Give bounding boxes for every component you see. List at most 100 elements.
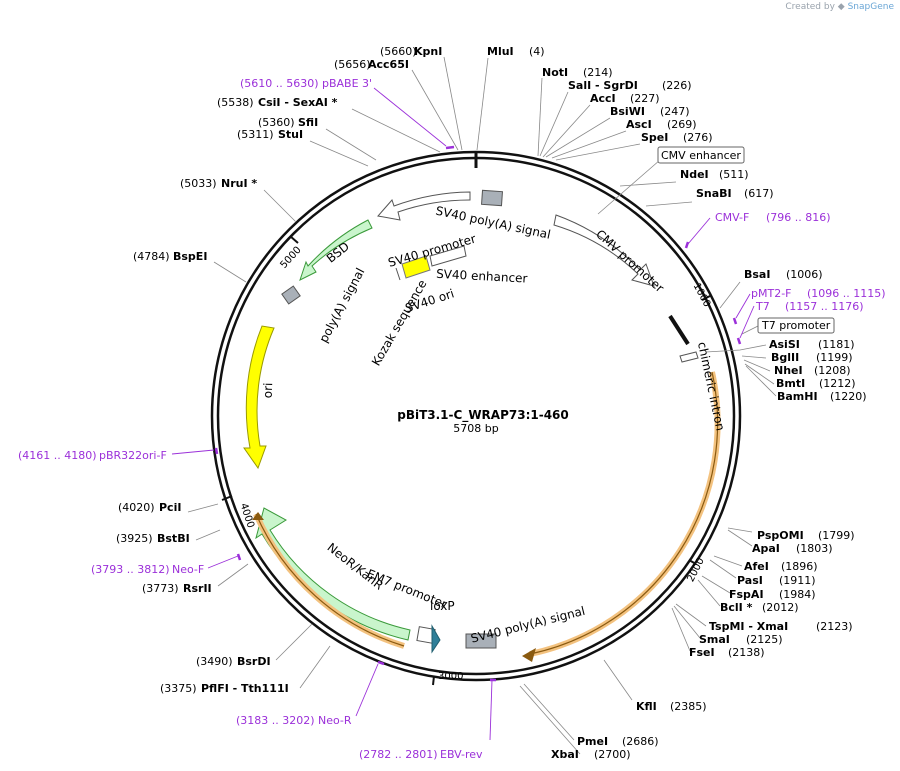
top-grey-feature[interactable] (481, 189, 503, 207)
primer-label-neo-r[interactable]: (3183 .. 3202)Neo-R (236, 714, 352, 727)
enzyme-pos: (4) (529, 45, 545, 58)
enzyme-label-afei[interactable]: AfeI(1896) (744, 560, 818, 573)
enzyme-label-smai[interactable]: SmaI(2125) (699, 633, 783, 646)
enzyme-label-bspei[interactable]: (4784)BspEI (133, 250, 207, 263)
enzyme-name: XbaI (551, 748, 579, 761)
primer-marks (214, 145, 742, 682)
enzyme-label-nhei[interactable]: NheI(1208) (774, 364, 851, 377)
ori-arrow[interactable] (243, 325, 275, 470)
loxp-arrow[interactable] (431, 624, 441, 654)
enzyme-label-asisi[interactable]: AsiSI(1181) (769, 338, 855, 351)
enzyme-label-apai[interactable]: ApaI(1803) (752, 542, 833, 555)
ring-tick-5000: 5000 (278, 235, 304, 271)
leader-noti (537, 77, 543, 157)
enzyme-pos: (1803) (796, 542, 833, 555)
enzyme-label-pmei[interactable]: PmeI(2686) (577, 735, 659, 748)
enzyme-label-kpni[interactable]: (5660)KpnI (380, 45, 442, 58)
enzyme-label-pflfi[interactable]: (3375)PflFI - Tth111I (160, 682, 289, 695)
cmv-enhancer-box[interactable] (657, 146, 745, 164)
primer-name: pMT2-F (751, 287, 792, 300)
leader-stui (309, 140, 369, 167)
enzyme-label-pasi[interactable]: PasI(1911) (737, 574, 816, 587)
leader-bglii (741, 355, 767, 359)
enzyme-name: NotI (542, 66, 568, 79)
enzyme-label-stui[interactable]: (5311)StuI (237, 128, 303, 141)
leader-spei (555, 143, 641, 161)
boxed-feature-labels: CMV enhancer T7 promoter (657, 146, 835, 334)
enzyme-label-acc65i[interactable]: (5656)Acc65I (334, 58, 409, 71)
enzyme-label-sfii[interactable]: (5360)SfiI (258, 116, 318, 129)
leader-fsei (671, 607, 691, 652)
enzyme-label-bmti[interactable]: BmtI(1212) (776, 377, 856, 390)
enzyme-pos: (5656) (334, 58, 371, 71)
enzyme-label-bcli[interactable]: BclI *(2012) (720, 601, 799, 614)
primer-label-pbabe3[interactable]: (5610 .. 5630)pBABE 3' (240, 77, 372, 90)
enzyme-pos: (1199) (816, 351, 853, 364)
enzyme-pos: (4020) (118, 501, 155, 514)
boxed-label-cmv-enhancer: CMV enhancer (661, 149, 741, 162)
enzyme-label-fsei[interactable]: FseI(2138) (689, 646, 765, 659)
small-feature-arrow[interactable] (679, 351, 699, 363)
enzyme-label-nrui[interactable]: (5033)NruI * (180, 177, 257, 190)
enzyme-label-bsai[interactable]: BsaI (1006) (744, 268, 823, 281)
t7-promoter-box[interactable] (757, 317, 835, 334)
enzyme-label-snabi[interactable]: SnaBI(617) (696, 187, 774, 200)
enzyme-pos: (269) (667, 118, 697, 131)
enzyme-label-ndei[interactable]: NdeI(511) (680, 168, 749, 181)
chimeric-intron-bar[interactable] (668, 314, 690, 346)
primer-label-t7[interactable]: T7(1157 .. 1176) (755, 300, 864, 313)
primer-label-pmt2-f[interactable]: pMT2-F(1096 .. 1115) (751, 287, 886, 300)
ring-tick-label: 5000 (278, 245, 303, 271)
cmv-promoter-arrow[interactable] (553, 214, 655, 287)
enzyme-label-sali[interactable]: SalI - SgrDI(226) (568, 79, 692, 92)
enzyme-label-rsrii[interactable]: (3773)RsrII (142, 582, 212, 595)
polya-grey-feature[interactable] (281, 285, 301, 305)
enzyme-label-pcii[interactable]: (4020)PciI (118, 501, 181, 514)
leader-mlui (476, 57, 489, 151)
enzyme-pos: (1006) (786, 268, 823, 281)
enzyme-name: AsiSI (769, 338, 800, 351)
sv40-ori-yellow-box[interactable] (401, 255, 431, 279)
enzyme-label-mlui[interactable]: MluI(4) (487, 45, 545, 58)
enzyme-label-bsrdi[interactable]: (3490)BsrDI (196, 655, 271, 668)
enzyme-label-bglii[interactable]: BglII(1199) (771, 351, 853, 364)
enzyme-label-kfli[interactable]: KflI(2385) (636, 700, 707, 713)
leader-pflfi (299, 645, 331, 689)
primer-range: (1157 .. 1176) (785, 300, 864, 313)
enzyme-pos: (247) (660, 105, 690, 118)
leader-kfli (603, 659, 633, 701)
enzyme-name: BsaI (744, 268, 770, 281)
enzyme-label-csii[interactable]: (5538)CsiI - SexAI * (217, 96, 338, 109)
leader-bsiwi (545, 117, 611, 158)
enzyme-pos: (214) (583, 66, 613, 79)
enzyme-pos: (226) (662, 79, 692, 92)
primer-name: pBABE 3' (322, 77, 372, 90)
primer-label-pbr322ori-f[interactable]: (4161 .. 4180)pBR322ori-F (18, 449, 167, 462)
primer-label-neo-f[interactable]: (3793 .. 3812)Neo-F (91, 563, 204, 576)
enzyme-label-asci[interactable]: AscI(269) (626, 118, 697, 131)
leader-bspei (213, 261, 247, 283)
enzyme-name: FspAI (729, 588, 764, 601)
enzyme-label-noti[interactable]: NotI (214) (542, 66, 613, 79)
primer-label-ebv-rev[interactable]: (2782 .. 2801)EBV-rev (359, 748, 483, 761)
enzyme-label-spei[interactable]: SpeI(276) (641, 131, 713, 144)
enzyme-label-tspmi[interactable]: TspMI - XmaI(2123) (709, 620, 853, 633)
enzyme-name: KpnI (414, 45, 442, 58)
enzyme-label-bsiwi[interactable]: BsiWI(247) (610, 105, 690, 118)
sv40-enhancer-box[interactable] (429, 245, 467, 267)
enzyme-label-pspomi[interactable]: PspOMI(1799) (757, 529, 855, 542)
enzyme-label-acci[interactable]: AccI(227) (590, 92, 660, 105)
primer-mark-neo-f (236, 553, 242, 561)
enzyme-pos: (3490) (196, 655, 233, 668)
enzyme-label-bstbi[interactable]: (3925)BstBI (116, 532, 190, 545)
enzyme-name: RsrII (183, 582, 212, 595)
enzyme-label-bamhi[interactable]: BamHI(1220) (777, 390, 867, 403)
enzyme-pos: (1208) (814, 364, 851, 377)
bsd-arrow[interactable] (299, 219, 373, 281)
enzyme-pos: (1220) (830, 390, 867, 403)
sv40-polya-top-arrow[interactable] (377, 191, 471, 221)
primer-label-cmv-f[interactable]: CMV-F(796 .. 816) (715, 211, 831, 224)
enzyme-label-fspai[interactable]: FspAI(1984) (729, 588, 816, 601)
enzyme-label-xbai[interactable]: XbaI(2700) (551, 748, 631, 761)
bottom-grey-feature[interactable] (465, 633, 497, 649)
